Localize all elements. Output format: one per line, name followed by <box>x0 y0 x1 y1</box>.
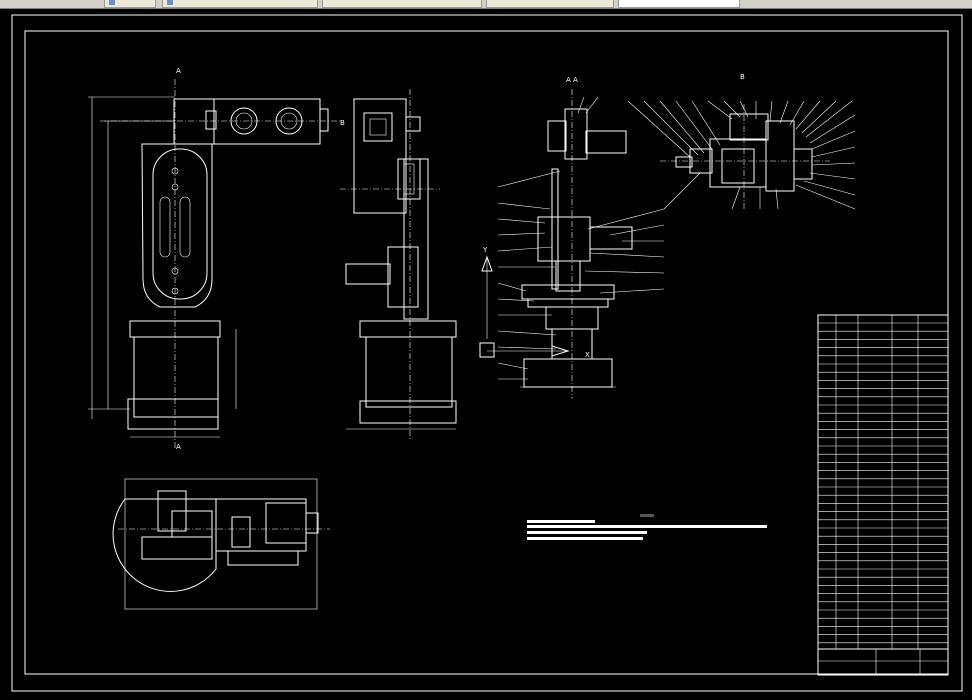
document-tab-bar <box>0 0 972 9</box>
document-tab-3[interactable] <box>322 0 482 8</box>
section-label-a-bottom: A <box>176 443 181 451</box>
axis-label-x: X <box>585 351 590 359</box>
document-icon <box>167 0 173 5</box>
document-tab-5[interactable] <box>618 0 740 8</box>
document-icon <box>109 0 115 5</box>
leader-lines-section-b <box>627 100 856 210</box>
parts-list-table <box>817 314 949 676</box>
side-view <box>340 89 457 439</box>
top-view <box>112 478 330 610</box>
outer-border <box>11 14 963 692</box>
section-title-a: A <box>566 76 571 84</box>
leader-lines-section-a <box>497 96 665 380</box>
section-a-view <box>520 89 633 399</box>
coordinate-axis-markers <box>479 255 570 358</box>
document-tab-4[interactable] <box>486 0 614 8</box>
section-label-a-top: A <box>176 67 181 75</box>
section-b-view <box>660 104 830 209</box>
document-tab-2[interactable] <box>162 0 318 8</box>
front-view <box>88 79 340 449</box>
cad-drawing-canvas[interactable]: A A B A A B Y X <box>0 9 972 700</box>
inner-border <box>24 30 949 675</box>
section-title-b: B <box>740 73 745 81</box>
section-label-b-right: B <box>340 119 345 127</box>
section-title-a-2: A <box>573 76 578 84</box>
axis-label-y: Y <box>482 246 488 254</box>
technical-notes <box>527 514 767 540</box>
document-tab-1[interactable] <box>104 0 156 8</box>
